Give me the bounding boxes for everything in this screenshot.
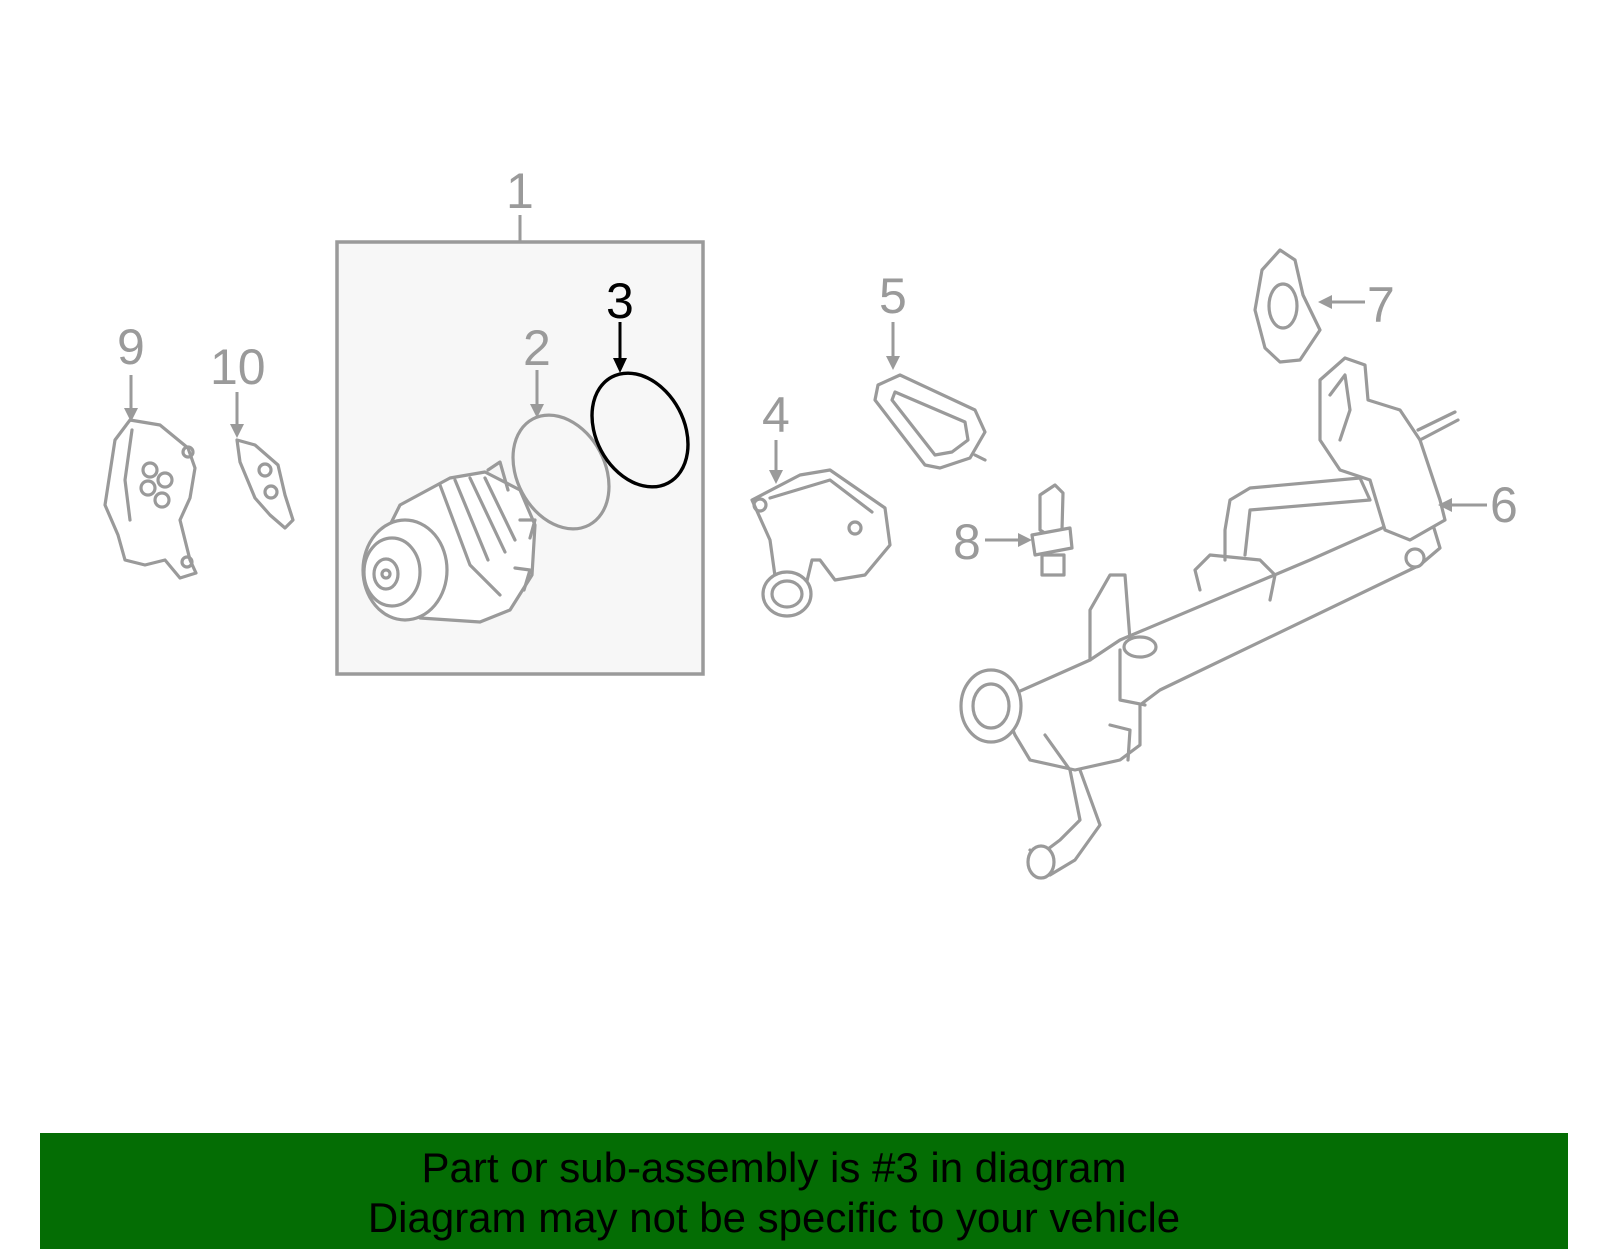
part-6-arrowhead	[1438, 498, 1452, 512]
part-7-arrowhead	[1318, 295, 1332, 309]
part-9-bracket	[103, 418, 198, 580]
callout-8: 8	[953, 514, 981, 570]
part-5-arrowhead	[886, 356, 900, 370]
callout-3: 3	[606, 273, 634, 329]
part-6-coolant-pipe-assembly	[959, 356, 1460, 880]
part-10-gasket	[235, 438, 295, 530]
callout-4: 4	[762, 387, 790, 443]
banner-line-2: Diagram may not be specific to your vehi…	[367, 1194, 1181, 1241]
banner-line-1: Part or sub-assembly is #3 in diagram	[421, 1144, 1127, 1191]
callout-5: 5	[879, 268, 907, 324]
callout-1: 1	[506, 163, 534, 219]
callout-7: 7	[1367, 277, 1395, 333]
callout-10: 10	[210, 339, 266, 395]
part-5-gasket	[873, 373, 987, 470]
part-3-o-ring	[590, 371, 690, 489]
part-8-temperature-sensor	[1030, 483, 1074, 577]
part-10-arrowhead	[230, 424, 244, 438]
info-banner: Part or sub-assembly is #3 in diagram Di…	[40, 1133, 1568, 1249]
callout-2: 2	[523, 320, 551, 376]
part-8-arrowhead	[1018, 533, 1032, 547]
water-pump-drawing	[361, 460, 537, 624]
part-4-arrowhead	[769, 470, 783, 484]
callout-9: 9	[117, 319, 145, 375]
part-2-arrowhead	[530, 404, 544, 418]
part-7-gasket	[1253, 248, 1322, 364]
part-9-arrowhead	[124, 408, 138, 422]
callout-6: 6	[1490, 477, 1518, 533]
part-3-arrowhead	[613, 358, 627, 373]
part-4-thermostat-housing	[750, 468, 892, 618]
